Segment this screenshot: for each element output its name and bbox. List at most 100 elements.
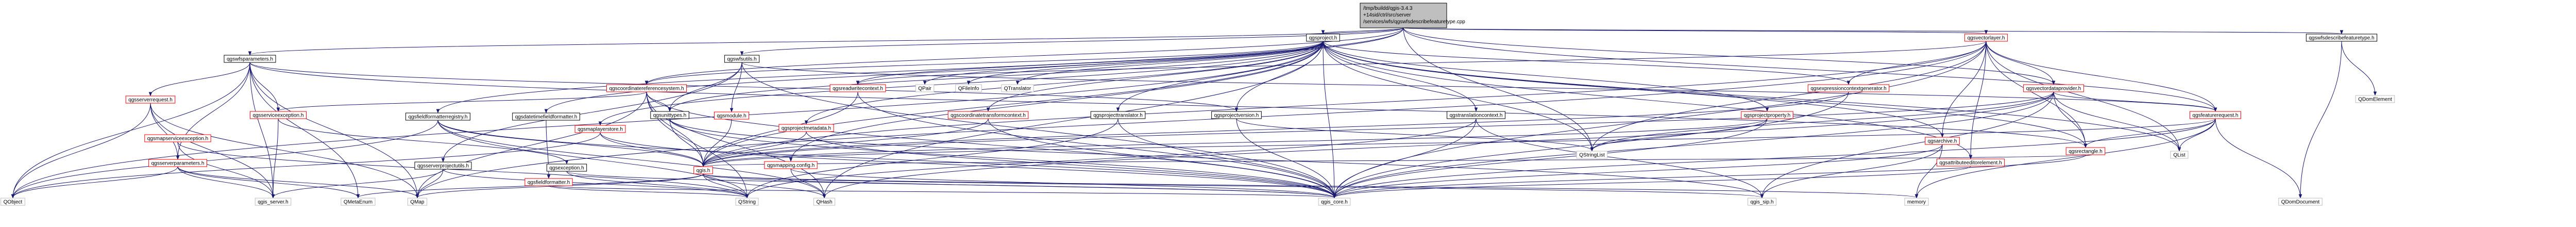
edge-qgsfieldformatter-h-to-QString xyxy=(548,185,747,198)
edge-qgswfsutils-h-to-qgsmodule-h xyxy=(732,62,742,111)
edge-qgstranslationcontext-h-to-QString xyxy=(747,118,1477,198)
edge-qgsvectorlayer-h-to-qgsfeaturerequest-h xyxy=(1986,41,2215,111)
node-qgswfsparameters-h[interactable]: qgswfsparameters.h xyxy=(224,55,276,63)
node-QTranslator[interactable]: QTranslator xyxy=(1001,84,1034,92)
node-label: qgsreadwritecontext.h xyxy=(833,86,883,92)
node-qgsattributeeditorelement-h[interactable]: qgsattributeeditorelement.h xyxy=(1936,158,2005,167)
node-QStringList[interactable]: QStringList xyxy=(1576,151,1608,159)
node-qgsunittypes-h[interactable]: qgsunittypes.h xyxy=(650,111,689,119)
node-label: qgsprojecttranslator.h xyxy=(1093,113,1143,119)
node-qgsserverparameters-h[interactable]: qgsserverparameters.h xyxy=(148,159,207,167)
node-qgsexception-h[interactable]: qgsexception.h xyxy=(546,164,587,172)
edge-qgscoordinatereferencesystem-h-to-QHash xyxy=(646,91,824,198)
edge-qgstranslationcontext-h-to-qgis-sip-h xyxy=(1476,118,1762,198)
edge-qgsproject-h-to-qgsunittypes-h xyxy=(670,41,1324,111)
edge-root-to-QStringList xyxy=(1403,27,1592,151)
node-qgsprojectversion-h[interactable]: qgsprojectversion.h xyxy=(1211,111,1262,119)
graph-edges xyxy=(13,27,2375,198)
edge-qgsvectorlayer-h-to-qgsarchive-h xyxy=(1942,41,1987,137)
edge-qgscoordinatereferencesystem-h-to-QString xyxy=(646,91,747,198)
edge-root-to-qgsfieldformatterregistry-h xyxy=(438,27,1404,112)
node-qgsfeaturerequest-h[interactable]: qgsfeaturerequest.h xyxy=(2190,111,2241,119)
edge-qgsfieldformatterregistry-h-to-QHash xyxy=(437,120,824,198)
node-qgstranslationcontext-h[interactable]: qgstranslationcontext.h xyxy=(1447,111,1505,119)
node-QDomElement[interactable]: QDomElement xyxy=(2355,95,2395,103)
edge-qgsunittypes-h-to-qgis-sip-h xyxy=(669,118,1762,198)
node-QMap[interactable]: QMap xyxy=(407,198,428,206)
node-label: QString xyxy=(738,200,756,205)
edge-qgsproject-h-to-QFileInfo xyxy=(969,41,1324,84)
edge-qgsvectordataprovider-h-to-qgis-sip-h xyxy=(1762,91,2054,198)
node-qgsdatetimefieldformatter-h[interactable]: qgsdatetimefieldformatter.h xyxy=(512,112,580,121)
node-qgsvectorlayer-h[interactable]: qgsvectorlayer.h xyxy=(1964,34,2008,42)
node-qgis-sip-h[interactable]: qgis_sip.h xyxy=(1747,198,1777,206)
node-qgsprojecttranslator-h[interactable]: qgsprojecttranslator.h xyxy=(1090,111,1146,119)
node-label: qgsprojectversion.h xyxy=(1214,113,1259,119)
node-label: qgsexception.h xyxy=(549,166,584,171)
node-qgsfieldformatterregistry-h[interactable]: qgsfieldformatterregistry.h xyxy=(405,112,470,121)
edge-qgsvectorlayer-h-to-QStringList xyxy=(1592,41,1987,151)
edge-qgscoordinatetransformcontext-h-to-qgis-core-h xyxy=(988,118,1334,198)
edge-qgsvectordataprovider-h-to-qgis-core-h xyxy=(1334,91,2054,198)
edge-qgsproject-h-to-QObject xyxy=(13,41,1324,198)
node-qgis-core-h[interactable]: qgis_core.h xyxy=(1318,198,1351,206)
node-qgsfieldformatter-h[interactable]: qgsfieldformatter.h xyxy=(524,178,573,186)
edge-qgsarchive-h-to-memory xyxy=(1917,144,1943,198)
node-memory[interactable]: memory xyxy=(1904,198,1929,206)
edge-qgswfsparameters-h-to-qgsserverrequest-h xyxy=(150,62,250,95)
node-label: qgis.h xyxy=(697,168,710,174)
edge-qgsserverrequest-h-to-qgis-server-h xyxy=(150,103,273,198)
edge-qgstranslationcontext-h-to-qgis-core-h xyxy=(1334,118,1477,198)
node-qgswfsdescribefeaturetype-h[interactable]: qgswfsdescribefeaturetype.h xyxy=(2306,34,2378,42)
node-qgsprojectmetadata-h[interactable]: qgsprojectmetadata.h xyxy=(778,124,834,132)
edge-qgsproject-h-to-QTranslator xyxy=(1018,41,1324,84)
node-qgsexpressioncontextgenerator-h[interactable]: qgsexpressioncontextgenerator.h xyxy=(1807,84,1890,92)
root-label-line-1: /tmp/buildd/qgis-3.4.3 xyxy=(1363,6,1413,11)
node-qgsrectangle-h[interactable]: qgsrectangle.h xyxy=(2065,147,2106,155)
edge-qgsserverrequest-h-to-qgsserverparameters-h xyxy=(150,103,178,159)
node-qgsproject-h[interactable]: qgsproject.h xyxy=(1306,34,1340,42)
edge-qgsproject-h-to-qgsmapping-config-h xyxy=(791,41,1324,161)
node-qgsserverrequest-h[interactable]: qgsserverrequest.h xyxy=(125,95,176,104)
edge-qgsowsserviceexception-h-to-qgis-server-h xyxy=(273,118,279,198)
edge-qgsexpressioncontextgenerator-h-to-qgis-core-h xyxy=(1334,91,1849,198)
node-qgsserverprojectutils-h[interactable]: qgsserverprojectutils.h xyxy=(414,161,472,170)
node-QString[interactable]: QString xyxy=(735,198,759,206)
node-qgsvectordataprovider-h[interactable]: qgsvectordataprovider.h xyxy=(2023,84,2084,92)
node-qgis-server-h[interactable]: qgis_server.h xyxy=(255,198,292,206)
node-label: qgsfieldformatterregistry.h xyxy=(409,115,468,120)
edge-root-to-qgsdatetimefieldformatter-h xyxy=(546,27,1404,112)
node-qgis-h[interactable]: qgis.h xyxy=(693,166,713,174)
edge-root-to-qgsproject-h xyxy=(1323,27,1404,34)
edge-qgsprojectversion-h-to-QStringList xyxy=(1236,118,1592,151)
node-qgsmaplayerstore-h[interactable]: qgsmaplayerstore.h xyxy=(574,125,626,133)
edge-qgsmaplayerstore-h-to-qgis-h xyxy=(600,132,703,166)
node-QObject[interactable]: QObject xyxy=(1,198,25,206)
node-qgsowsserviceexception-h[interactable]: qgsserviceexception.h xyxy=(250,111,307,119)
edge-qgsprojectmetadata-h-to-qgis-core-h xyxy=(806,131,1334,198)
node-qgsreadwritecontext-h[interactable]: qgsreadwritecontext.h xyxy=(829,84,886,92)
node-QMetaEnum[interactable]: QMetaEnum xyxy=(341,198,376,206)
edge-qgsmodule-h-to-qgis-h xyxy=(703,119,732,166)
edge-qgis-h-to-QHash xyxy=(703,173,824,198)
edge-qgsproject-h-to-qgstranslationcontext-h xyxy=(1323,41,1476,111)
node-label: qgscoordinatetransformcontext.h xyxy=(951,113,1026,119)
node-qgscoordinatereferencesystem-h[interactable]: qgscoordinatereferencesystem.h xyxy=(606,84,687,92)
node-QList[interactable]: QList xyxy=(2170,151,2189,159)
node-label: qgsfeaturerequest.h xyxy=(2193,113,2239,119)
node-label: qgsserverrequest.h xyxy=(128,98,173,103)
node-QHash[interactable]: QHash xyxy=(813,198,836,206)
node-qgscoordinatetransformcontext-h[interactable]: qgscoordinatetransformcontext.h xyxy=(947,111,1029,119)
node-QFileInfo[interactable]: QFileInfo xyxy=(955,84,982,92)
node-QDomDocument[interactable]: QDomDocument xyxy=(2278,198,2323,206)
edge-qgsvectorlayer-h-to-qgsreadwritecontext-h xyxy=(858,41,1987,84)
node-qgsmodule-h[interactable]: qgsmodule.h xyxy=(714,111,750,120)
node-qgsmapserviceexception-h[interactable]: qgsmapserviceexception.h xyxy=(144,134,211,142)
node-qgsarchive-h[interactable]: qgsarchive.h xyxy=(1925,137,1960,145)
node-qgsprojectproperty-h[interactable]: qgsprojectproperty.h xyxy=(1741,111,1793,119)
node-qgsmapping-config-h[interactable]: qgsmapping.config.h xyxy=(764,161,818,169)
root-file-node[interactable]: /tmp/buildd/qgis-3.4.3 +14sid/ctrl/src/s… xyxy=(1360,3,1465,28)
node-QPair[interactable]: QPair xyxy=(915,84,935,92)
edge-qgsproject-h-to-qgsreadwritecontext-h xyxy=(858,41,1324,84)
node-qgswfsutils-h[interactable]: qgswfsutils.h xyxy=(724,55,760,63)
